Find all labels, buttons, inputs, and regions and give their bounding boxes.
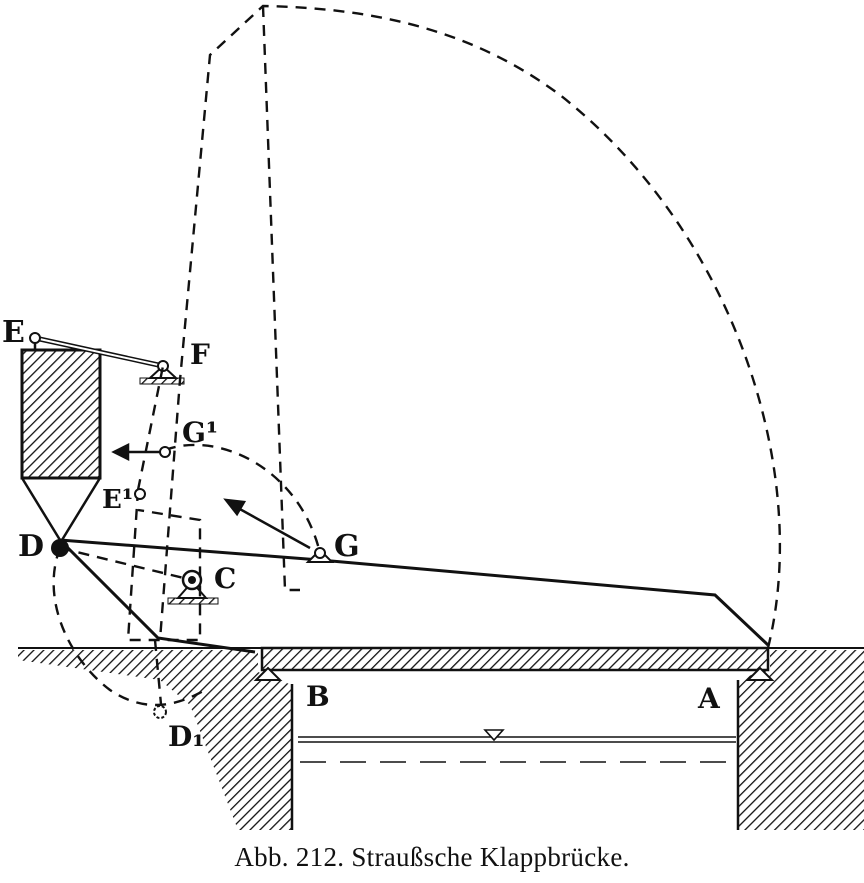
counterweight [20, 348, 102, 480]
motion-arrows [111, 442, 311, 550]
label-d: D [18, 529, 44, 564]
joint-d1 [153, 705, 167, 719]
joint-e1 [134, 488, 146, 500]
label-g1: G¹ [182, 416, 218, 449]
left-abutment [18, 650, 292, 830]
joint-g [305, 547, 335, 563]
raised-position-outline [52, 4, 782, 716]
support-b [253, 666, 283, 681]
support-a [745, 666, 775, 681]
label-d1: D₁ [168, 720, 205, 753]
joint-e [29, 332, 41, 344]
label-f: F [190, 338, 210, 371]
label-e: E [2, 315, 25, 350]
label-b: B [306, 680, 330, 713]
label-e1: E¹ [102, 485, 133, 515]
label-c: C [214, 562, 236, 595]
right-abutment [738, 650, 864, 830]
water [298, 729, 736, 763]
figure-caption: Abb. 212. Straußsche Klappbrücke. [234, 842, 630, 872]
joint-g1 [159, 446, 171, 458]
label-a: A [697, 682, 721, 715]
bridge-deck [260, 646, 770, 672]
lever-truss [58, 538, 770, 654]
label-g: G [334, 529, 360, 564]
